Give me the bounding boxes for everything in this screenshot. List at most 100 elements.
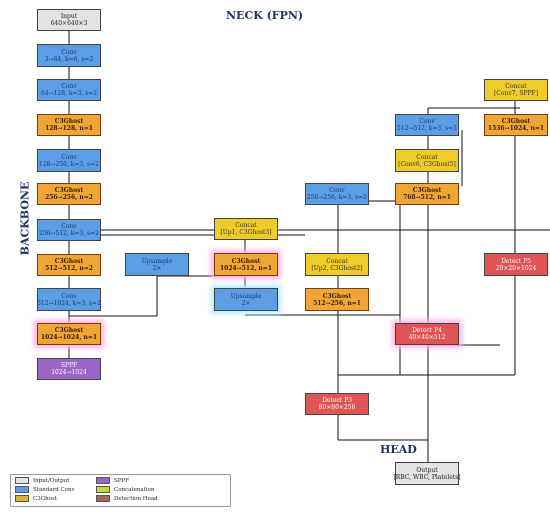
concat3-detail: [Conv6, C3Ghost5] (398, 160, 456, 168)
conv2-node: Conv 64→128, k=3, s=2 (37, 79, 101, 101)
ghost4-detail: 1024→1024, n=1 (40, 334, 98, 341)
upsample2-label: Upsample (230, 292, 262, 300)
legend-item-sppf: SPPF (96, 477, 129, 484)
ghost3-node: C3Ghost 512→512, n=2 (37, 254, 101, 276)
legend-item-io: Input/Output (15, 477, 69, 484)
ghost4-node: C3Ghost 1024→1024, n=1 (37, 323, 101, 345)
detect-p5-node: Detect P5 20×20×1024 (484, 253, 548, 276)
conv5-detail: 512→1024, k=3, s=2 (37, 299, 101, 307)
conv7-label: Conv (419, 118, 435, 125)
detect-p5-label: Detect P5 (501, 257, 531, 265)
upsample1-label: Upsample (141, 257, 173, 265)
legend-swatch-concat (96, 486, 110, 493)
legend: Input/Output Standard Conv C3Ghost SPPF … (10, 474, 231, 507)
conv4-detail: 256→512, k=3, s=2 (39, 230, 99, 237)
conv2-detail: 64→128, k=3, s=2 (40, 90, 98, 97)
ghost6-node: C3Ghost 512→256, n=1 (305, 288, 369, 311)
legend-label-io: Input/Output (33, 477, 70, 484)
ghost5-label: C3Ghost (231, 257, 261, 265)
conv2-label: Conv (61, 83, 77, 90)
ghost1-node: C3Ghost 128→128, n=1 (37, 114, 101, 136)
ghost7-node: C3Ghost 768→512, n=1 (395, 183, 459, 205)
upsample2-node: Upsample 2× (214, 288, 278, 311)
neck-title: NECK (FPN) (226, 9, 304, 22)
concat4-detail: [Conv7, SPPF] (493, 90, 539, 97)
sppf-label: SPPF (60, 362, 78, 369)
conv5-node: Conv 512→1024, k=3, s=2 (37, 288, 101, 311)
input-node: Input 640×640×3 (37, 9, 101, 31)
conv4-node: Conv 256→512, k=3, s=2 (37, 219, 101, 241)
legend-label-sppf: SPPF (114, 477, 129, 484)
ghost3-label: C3Ghost (54, 258, 84, 265)
concat1-detail: [Up1, C3Ghost3] (220, 229, 272, 236)
legend-swatch-sppf (96, 477, 110, 484)
conv6-detail: 256→256, k=3, s=2 (307, 194, 367, 201)
concat4-node: Concat [Conv7, SPPF] (484, 79, 548, 101)
conv3-detail: 128→256, k=3, s=2 (39, 160, 99, 168)
legend-item-concat: Concatenation (96, 486, 155, 493)
sppf-node: SPPF 1024→1024 (37, 358, 101, 380)
ghost7-detail: 768→512, n=1 (403, 194, 451, 201)
ghost5-node: C3Ghost 1024→512, n=1 (214, 253, 278, 276)
concat2-node: Concat [Up2, C3Ghost2] (305, 253, 369, 276)
ghost1-detail: 128→128, n=1 (45, 125, 93, 132)
ghost6-detail: 512→256, n=1 (313, 299, 361, 307)
input-node-label: Input (60, 13, 78, 20)
legend-label-concat: Concatenation (114, 486, 155, 493)
ghost2-label: C3Ghost (54, 187, 84, 194)
detect-p5-detail: 20×20×1024 (495, 264, 537, 272)
ghost6-label: C3Ghost (322, 292, 352, 300)
detect-p3-label: Detect P3 (322, 397, 352, 404)
head-title: HEAD (380, 443, 417, 456)
upsample1-detail: 2× (152, 264, 162, 272)
legend-label-conv: Standard Conv (33, 486, 75, 493)
concat4-label: Concat (505, 83, 527, 90)
ghost4-label: C3Ghost (54, 327, 84, 334)
conv7-node: Conv 512→512, k=3, s=2 (395, 114, 459, 136)
upsample1-node: Upsample 2× (125, 253, 189, 276)
output-node: Output [RBC, WBC, Platelets] (393, 462, 461, 485)
legend-item-detect: Detection Head (96, 495, 158, 502)
legend-item-ghost: C3Ghost (15, 495, 57, 502)
conv1-label: Conv (61, 48, 77, 56)
conv7-detail: 512→512, k=3, s=2 (397, 125, 457, 132)
legend-swatch-io (15, 477, 29, 484)
conv6-label: Conv (329, 187, 345, 194)
output-detail: [RBC, WBC, Platelets] (393, 473, 461, 481)
conv6-node: Conv 256→256, k=3, s=2 (305, 183, 369, 205)
concat2-detail: [Up2, C3Ghost2] (311, 264, 363, 272)
legend-swatch-conv (15, 486, 29, 493)
concat1-node: Concat [Up1, C3Ghost3] (214, 218, 278, 240)
input-node-detail: 640×640×3 (50, 20, 88, 27)
legend-label-ghost: C3Ghost (33, 495, 57, 502)
upsample2-detail: 2× (241, 299, 251, 307)
conv1-node: Conv 3→64, k=6, s=2 (37, 44, 101, 67)
sppf-detail: 1024→1024 (51, 369, 87, 376)
legend-swatch-ghost (15, 495, 29, 502)
output-label: Output (416, 466, 438, 474)
legend-swatch-detect (96, 495, 110, 502)
detect-p3-node: Detect P3 80×80×256 (305, 393, 369, 415)
conv4-label: Conv (61, 223, 77, 230)
detect-p4-detail: 40×40×512 (408, 334, 446, 341)
detect-p4-node: Detect P4 40×40×512 (395, 323, 459, 345)
ghost8-node: C3Ghost 1536→1024, n=1 (484, 114, 548, 136)
ghost2-node: C3Ghost 256→256, n=2 (37, 183, 101, 205)
ghost7-label: C3Ghost (412, 187, 442, 194)
legend-item-conv: Standard Conv (15, 486, 75, 493)
detect-p4-label: Detect P4 (412, 327, 442, 334)
ghost3-detail: 512→512, n=2 (45, 265, 93, 272)
conv3-node: Conv 128→256, k=3, s=2 (37, 149, 101, 172)
ghost1-label: C3Ghost (54, 118, 84, 125)
ghost5-detail: 1024→512, n=1 (220, 264, 272, 272)
concat1-label: Concat (235, 222, 257, 229)
conv1-detail: 3→64, k=6, s=2 (44, 55, 94, 63)
ghost2-detail: 256→256, n=2 (45, 194, 93, 201)
ghost8-detail: 1536→1024, n=1 (487, 125, 545, 132)
detect-p3-detail: 80×80×256 (318, 404, 356, 411)
legend-label-detect: Detection Head (114, 495, 158, 502)
concat3-node: Concat [Conv6, C3Ghost5] (395, 149, 459, 172)
ghost8-label: C3Ghost (501, 118, 531, 125)
conv5-label: Conv (61, 292, 77, 300)
